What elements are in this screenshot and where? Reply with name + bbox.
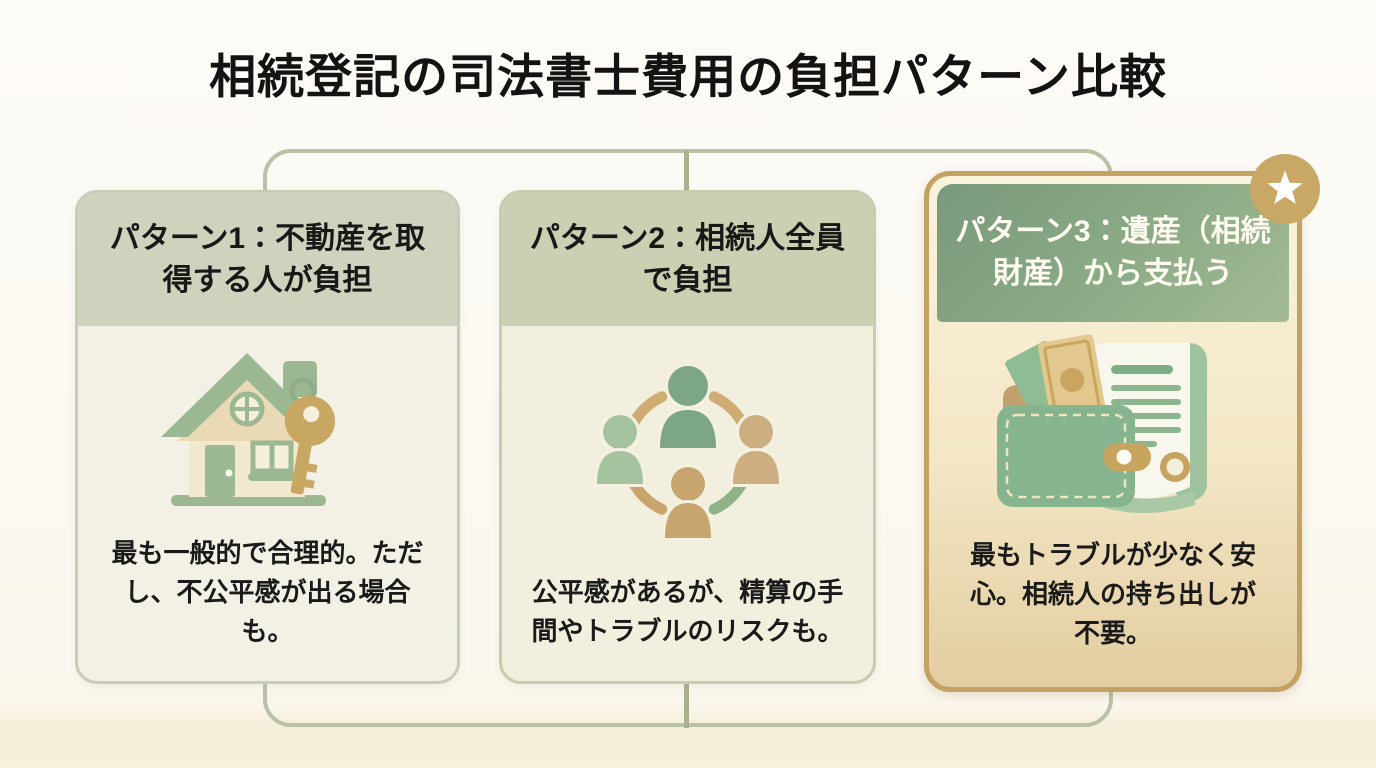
recommended-badge xyxy=(1249,153,1321,225)
heirs-circle-icon xyxy=(583,350,793,550)
pattern-card-1: パターン1：不動産を取得する人が負担 xyxy=(75,190,460,684)
star-icon xyxy=(1249,153,1321,225)
connector-line-top xyxy=(684,151,689,193)
wallet-document-icon xyxy=(983,329,1243,529)
house-key-icon xyxy=(153,335,383,525)
pattern-2-description: 公平感があるが、精算の手間やトラブルのリスクも。 xyxy=(531,577,844,646)
pattern-2-title: パターン2：相続人全員で負担 xyxy=(502,193,873,326)
pattern-card-2: パターン2：相続人全員で負担 xyxy=(499,190,876,684)
pattern-1-description: 最も一般的で合理的。ただし、不公平感が出る場合も。 xyxy=(111,538,424,646)
pattern-3-description: 最もトラブルが少なく安心。相続人の持ち出しが不要。 xyxy=(969,540,1256,648)
pattern-1-title: パターン1：不動産を取得する人が負担 xyxy=(78,193,457,326)
pattern-card-3-highlighted: パターン3：遺産（相続財産）から支払う xyxy=(924,171,1302,692)
pattern-3-title: パターン3：遺産（相続財産）から支払う xyxy=(937,184,1289,322)
connector-line-bottom xyxy=(684,680,689,728)
page-title: 相続登記の司法書士費用の負担パターン比較 xyxy=(209,50,1167,103)
